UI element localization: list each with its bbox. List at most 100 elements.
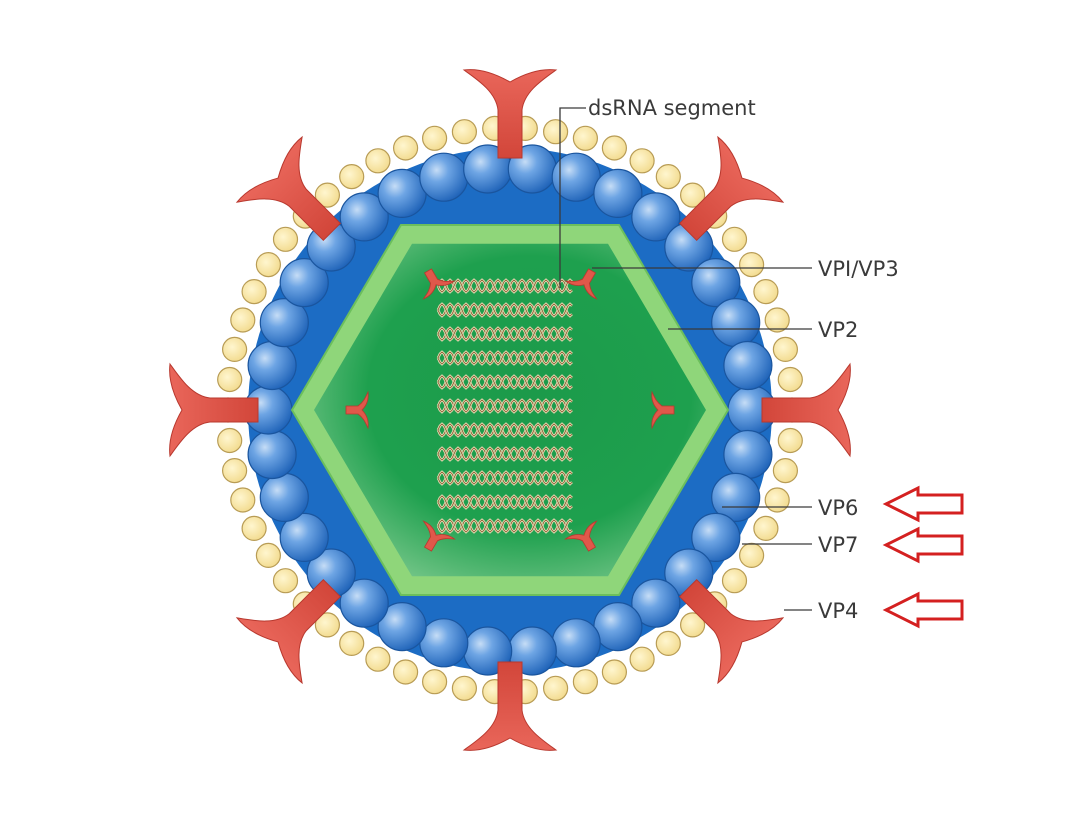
- vp6-sphere: [339, 578, 389, 628]
- vp7-bead: [764, 487, 790, 513]
- vp7-bead: [738, 542, 765, 569]
- vp7-bead: [542, 119, 569, 145]
- vp6-sphere: [339, 192, 389, 242]
- vp6-sphere: [631, 578, 681, 628]
- vp7-bead: [272, 226, 299, 252]
- dsrna-leader-line: [559, 107, 586, 288]
- vp7-bead: [365, 646, 391, 672]
- dsrna-helix: [436, 470, 573, 486]
- dsrna-helix: [436, 278, 573, 294]
- vp6-sphere: [551, 618, 601, 668]
- vp6-label: VP6: [818, 496, 858, 520]
- vp7-bead: [339, 164, 365, 190]
- dsrna-helix: [436, 350, 573, 366]
- vp1-vp3-complex-icon: [422, 520, 456, 552]
- vp7-bead: [241, 515, 267, 542]
- vp1-vp3-complex-icon: [422, 268, 456, 300]
- vp1-vp3-complex-icon: [651, 390, 675, 430]
- vp7-bead: [222, 458, 248, 484]
- core-interior: [314, 243, 706, 577]
- vp6-sphere: [419, 618, 469, 668]
- vp7-bead: [217, 427, 243, 454]
- vp7-bead: [272, 568, 299, 594]
- vp6-sphere: [711, 472, 761, 522]
- vp6-sphere: [259, 472, 309, 522]
- vp4-spike-icon: [235, 135, 342, 242]
- vp7-bead: [451, 675, 477, 701]
- vp7-bead: [230, 307, 256, 333]
- vp2-label: VP2: [818, 318, 858, 342]
- vp6-sphere: [247, 340, 297, 391]
- vp4-spike-icon: [235, 578, 342, 685]
- vp7-bead: [777, 427, 803, 454]
- vp7-bead: [393, 135, 419, 161]
- vp6-sphere: [691, 258, 741, 308]
- vp4-highlight-arrow-icon: [882, 591, 964, 629]
- vp4-label: VP4: [818, 599, 858, 623]
- vp6-sphere: [259, 298, 309, 348]
- vp6-sphere: [247, 429, 297, 480]
- vp7-bead: [753, 279, 779, 305]
- vp7-bead: [655, 630, 681, 657]
- vp6-sphere: [723, 429, 773, 480]
- dsrna-segment-label: dsRNA segment: [588, 96, 756, 120]
- vp6-sphere: [723, 340, 773, 391]
- vp1-vp3-complexes: [345, 268, 675, 552]
- dsrna-helix: [436, 326, 573, 342]
- vp4-spike-icon: [678, 578, 785, 685]
- vp7-bead: [451, 119, 477, 145]
- dsrna-helix: [436, 422, 573, 438]
- vp6-sphere: [711, 298, 761, 348]
- vp6-sphere: [593, 601, 643, 652]
- vp7-bead: [217, 366, 243, 393]
- vp7-bead: [629, 646, 655, 672]
- vp7-bead: [738, 252, 765, 278]
- vp6-sphere: [631, 192, 681, 242]
- vp7-label: VP7: [818, 533, 858, 557]
- vp7-bead: [777, 366, 803, 393]
- vp7-bead: [241, 279, 267, 305]
- vp7-bead: [601, 135, 628, 161]
- vp7-bead: [314, 612, 340, 638]
- vp7-bead: [753, 515, 779, 542]
- vp7-bead: [255, 252, 281, 278]
- vp7-highlight-arrow-icon: [882, 526, 964, 564]
- vp4-spike-icon: [462, 661, 558, 751]
- vp4-spike-icon: [462, 69, 558, 159]
- vp4-spike-layer: [169, 69, 851, 751]
- vp7-bead: [721, 568, 748, 594]
- vp7-bead: [629, 148, 655, 174]
- vp7-bead: [772, 336, 799, 362]
- vp7-bead: [655, 164, 681, 190]
- vp1-vp3-complex-icon: [345, 390, 369, 430]
- vp7-bead: [679, 612, 706, 638]
- vp6-sphere: [279, 258, 329, 308]
- vp7-bead: [314, 182, 340, 208]
- vp6-sphere: [377, 168, 427, 218]
- vp7-bead: [772, 458, 799, 484]
- vp4-spike-icon: [169, 362, 259, 458]
- dsrna-helix: [436, 398, 573, 414]
- dsrna-helix: [436, 494, 573, 510]
- vp6-sphere: [593, 168, 643, 218]
- vp7-bead: [572, 125, 599, 151]
- dsrna-helix: [436, 446, 573, 462]
- dsrna-helix: [436, 518, 573, 534]
- vp6-sphere: [419, 152, 469, 202]
- vp7-bead: [393, 659, 419, 685]
- vp6-sphere: [691, 512, 741, 563]
- vp6-sphere: [279, 512, 329, 563]
- vp4-spike-icon: [678, 135, 785, 242]
- vp7-bead: [422, 669, 448, 695]
- vp1-vp3-label: VPI/VP3: [818, 257, 899, 281]
- vp7-bead: [572, 669, 599, 695]
- vp7-bead: [339, 630, 365, 657]
- vp7-bead: [542, 675, 569, 701]
- vp7-bead: [222, 336, 248, 362]
- vp6-sphere: [377, 601, 427, 652]
- vp7-bead: [365, 148, 391, 174]
- vp1-vp3-complex-icon: [564, 268, 598, 300]
- dsrna-helix: [436, 302, 573, 318]
